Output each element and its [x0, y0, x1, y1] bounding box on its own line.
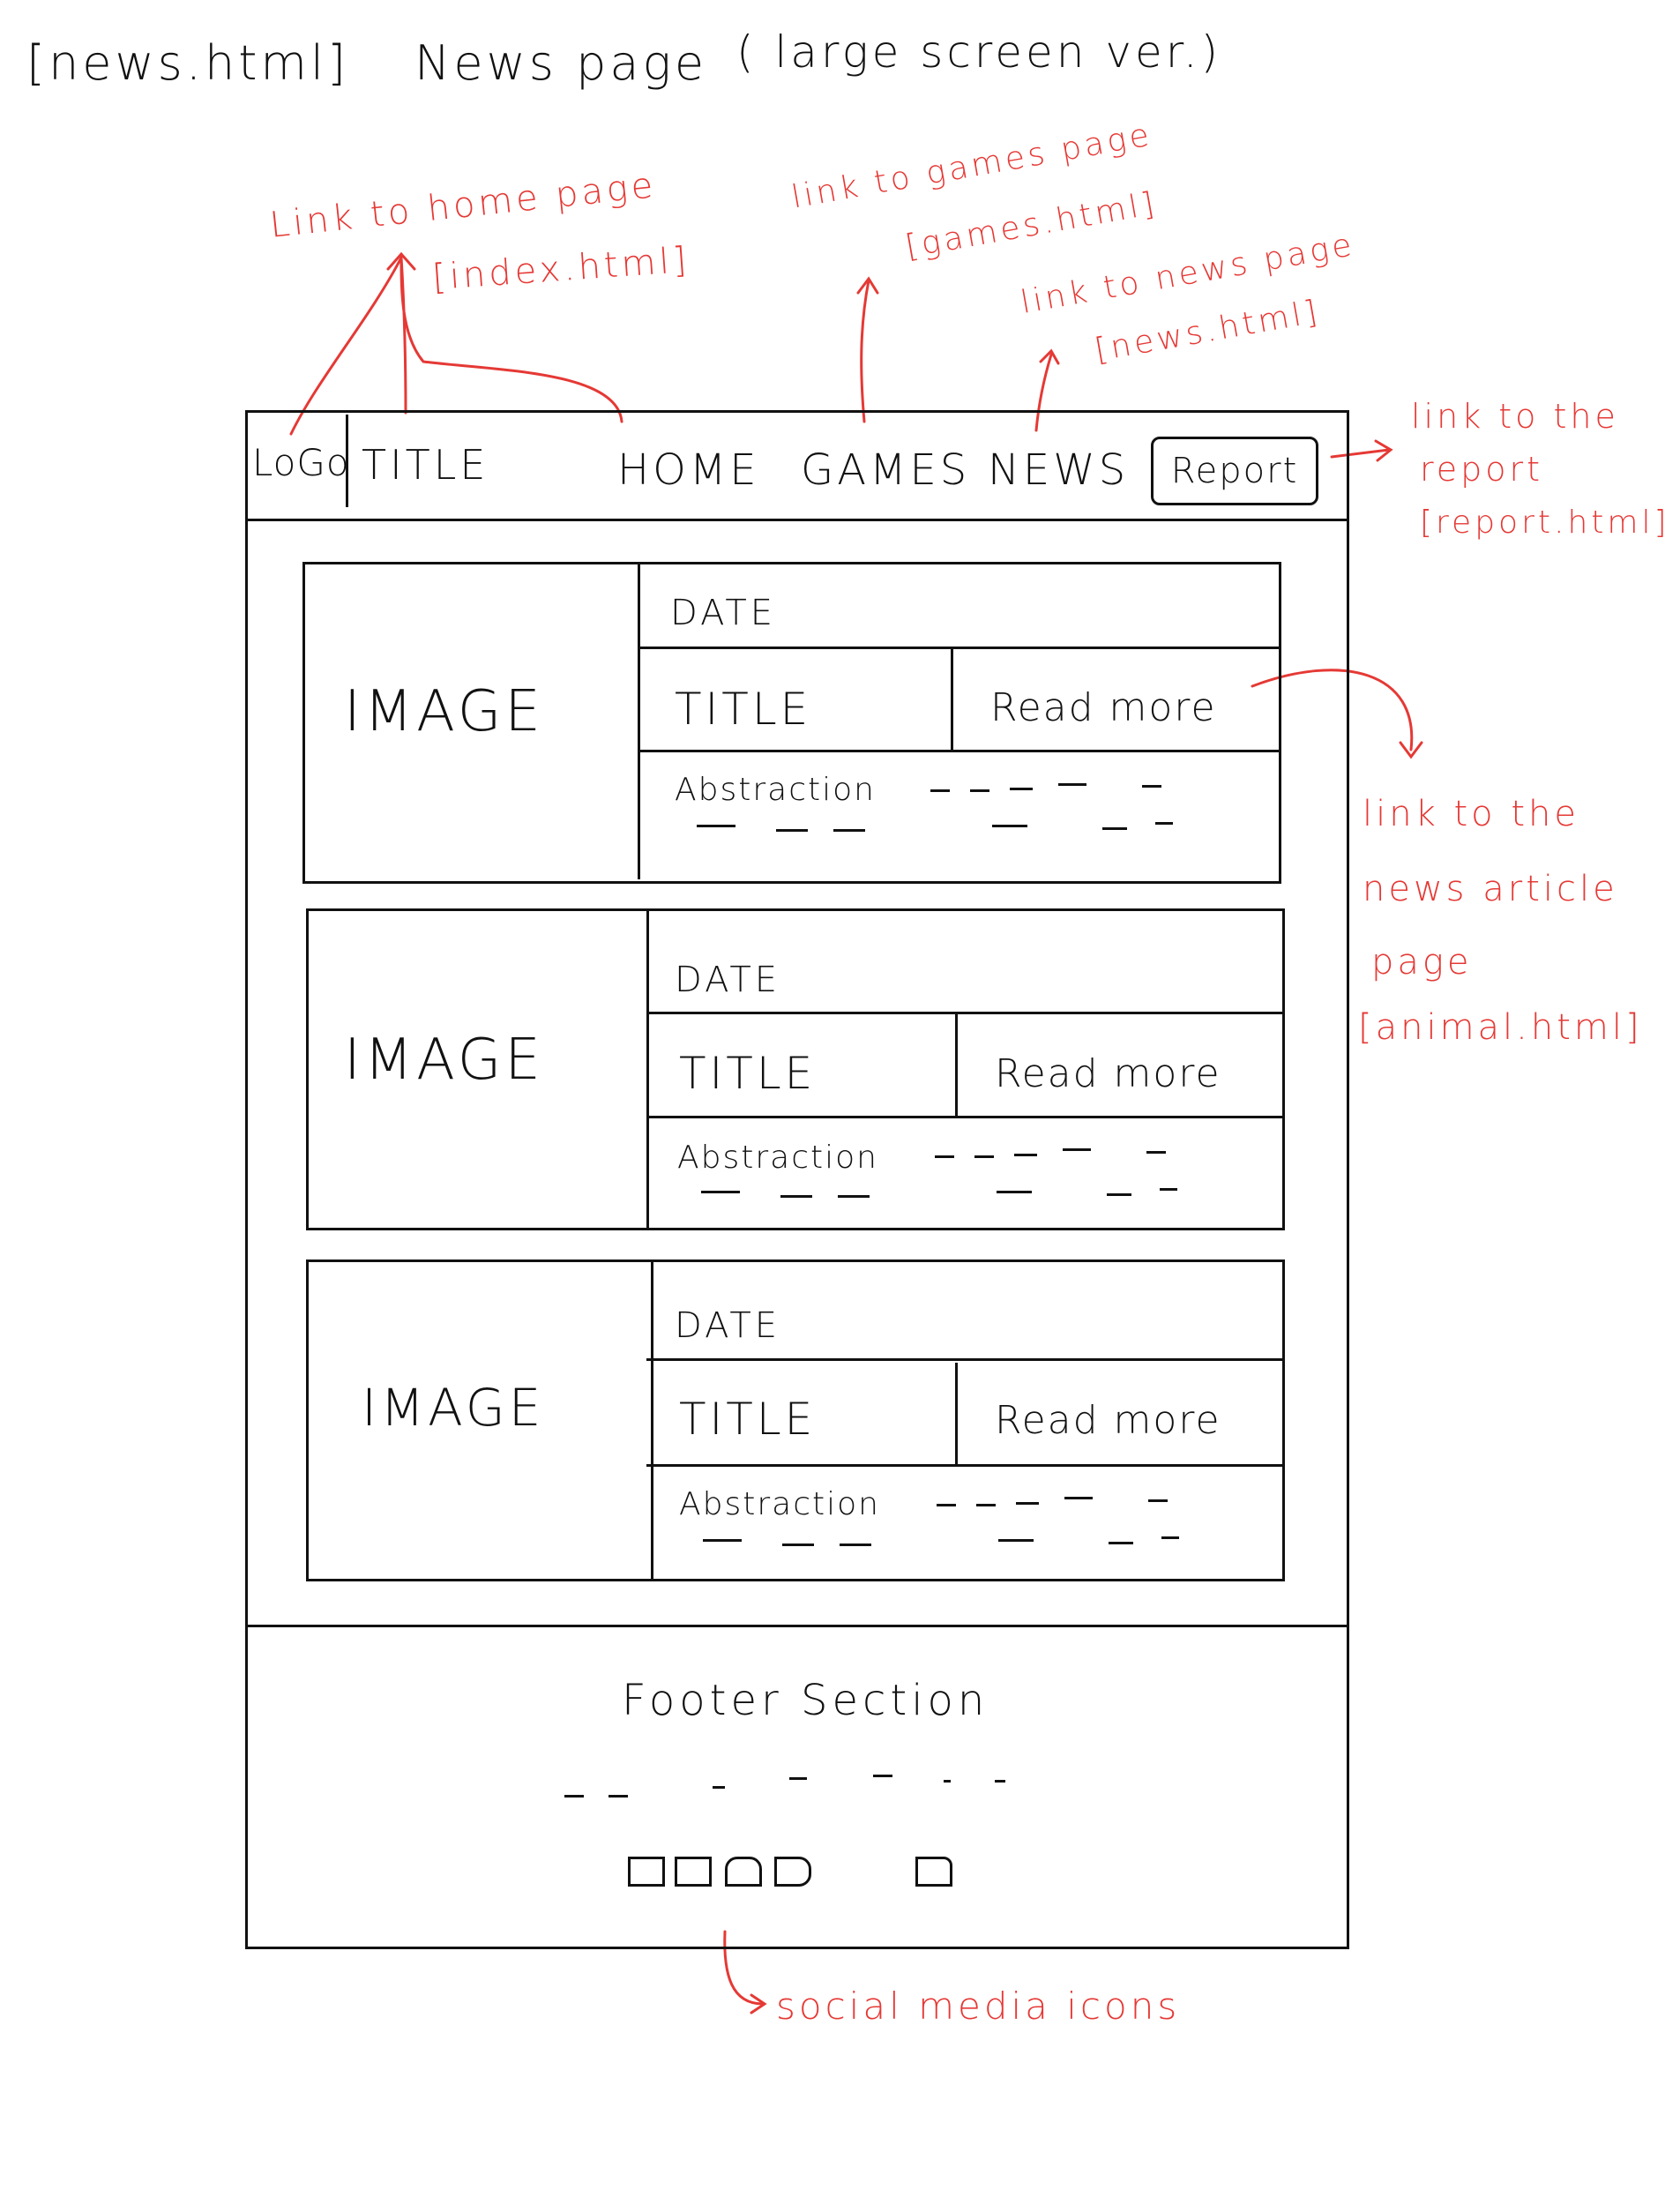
- card-image-divider: [638, 562, 640, 879]
- card-read-more-link[interactable]: Read more: [995, 1398, 1221, 1443]
- nav-news-link[interactable]: NEWS: [988, 445, 1130, 495]
- news-card: [306, 1259, 1285, 1581]
- card-image-placeholder: IMAGE: [362, 1378, 545, 1438]
- card-title-divider: [955, 1363, 958, 1464]
- card-abstract: Abstraction: [679, 1486, 880, 1522]
- card-date-divider: [646, 1012, 1285, 1014]
- card-image-divider: [646, 908, 649, 1230]
- nav-home-link[interactable]: HOME: [617, 445, 760, 495]
- card-read-more-link[interactable]: Read more: [995, 1051, 1221, 1096]
- card-image-divider: [651, 1259, 653, 1581]
- annotation-article-link-line2: news article: [1363, 869, 1618, 909]
- card-title-divider: [955, 1014, 958, 1116]
- card-abstract: Abstraction: [677, 1140, 878, 1176]
- card-date: DATE: [670, 593, 777, 633]
- news-card: [306, 908, 1285, 1230]
- card-title[interactable]: TITLE: [679, 1048, 817, 1099]
- card-abstract: Abstraction: [675, 772, 876, 808]
- social-icon-4[interactable]: [774, 1857, 811, 1887]
- page-title: News page: [414, 35, 708, 91]
- card-date-divider: [646, 1358, 1285, 1361]
- annotation-article-link-line1: link to the: [1363, 794, 1579, 834]
- annotation-article-link-line3: page: [1371, 942, 1473, 983]
- card-date: DATE: [675, 960, 781, 1000]
- card-image-placeholder: IMAGE: [344, 679, 544, 744]
- logo-divider: [346, 415, 348, 507]
- card-title-bottom-divider: [646, 1464, 1285, 1467]
- logo[interactable]: LoGo: [252, 441, 350, 484]
- footer-text-line: [564, 1795, 584, 1798]
- annotation-home-link: Link to home page: [267, 165, 659, 246]
- nav-games-link[interactable]: GAMES: [801, 445, 971, 495]
- social-icon-2[interactable]: [675, 1857, 712, 1887]
- social-icon-5[interactable]: [915, 1857, 952, 1887]
- annotation-news-file: [news.html]: [1092, 293, 1324, 370]
- annotation-report-link-line1: link to the: [1411, 397, 1619, 436]
- annotation-social-icons: social media icons: [776, 1984, 1181, 2028]
- navbar-divider: [245, 519, 1349, 521]
- page-frame: [245, 410, 1349, 1949]
- annotation-report-file: [report.html]: [1420, 505, 1670, 541]
- news-card: [302, 562, 1281, 884]
- annotation-article-file: [animal.html]: [1358, 1007, 1643, 1048]
- footer-title: Footer Section: [622, 1676, 989, 1725]
- site-title[interactable]: TITLE: [362, 441, 489, 489]
- social-icon-1[interactable]: [628, 1857, 665, 1887]
- annotation-home-file: [index.html]: [430, 239, 691, 299]
- card-title[interactable]: TITLE: [679, 1394, 817, 1445]
- card-title-bottom-divider: [646, 1116, 1285, 1118]
- card-date-divider: [638, 647, 1281, 649]
- card-image-placeholder: IMAGE: [344, 1028, 544, 1093]
- annotation-games-file: [games.html]: [902, 185, 1161, 265]
- card-date: DATE: [675, 1305, 781, 1346]
- file-name-label: [news.html]: [26, 35, 350, 91]
- report-button-label: Report: [1170, 451, 1299, 491]
- annotation-report-link-line2: report: [1420, 450, 1544, 489]
- report-button[interactable]: Report: [1151, 437, 1318, 505]
- card-title[interactable]: TITLE: [675, 684, 812, 735]
- social-icon-3[interactable]: [725, 1857, 762, 1887]
- card-title-bottom-divider: [638, 750, 1281, 752]
- footer-divider: [245, 1625, 1349, 1627]
- version-label: ( large screen ver.): [736, 26, 1222, 78]
- card-title-divider: [951, 648, 953, 750]
- card-read-more-link[interactable]: Read more: [990, 685, 1217, 730]
